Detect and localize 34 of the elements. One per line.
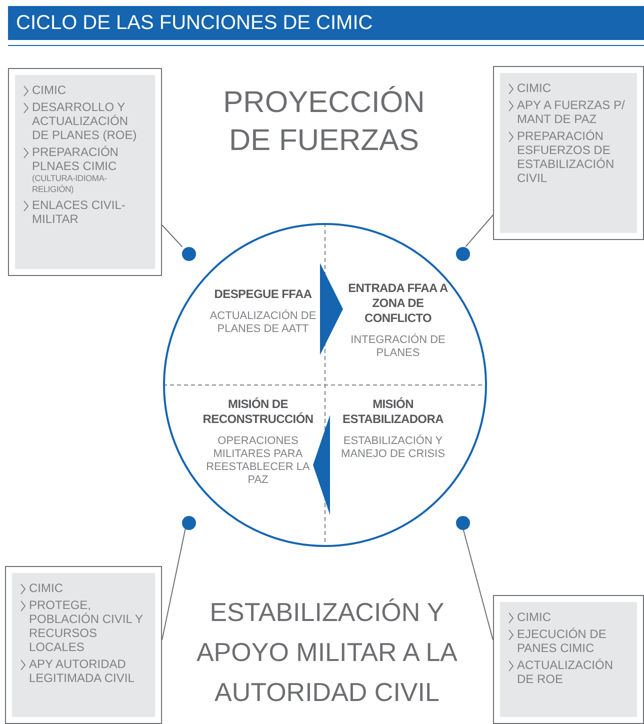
list-item: CIMIC xyxy=(32,83,66,97)
phase-heading: ESTABILIZACIÓN Y APOYO MILITAR A LA AUTORIDAD CIVIL xyxy=(195,596,459,709)
list-item: PREPARACIÓN ESFUERZOS DE ESTABILIZACIÓN CIVIL xyxy=(517,129,616,185)
quadrant-heading: MISIÓN DE RECONSTRUCCIÓN xyxy=(202,397,314,427)
quadrant-text: INTEGRACIÓN DE PLANES xyxy=(350,334,446,360)
leader-line xyxy=(162,527,186,640)
list-item: PROTEGE, POBLACIÓN CIVIL Y RECURSOS LOCALES xyxy=(29,598,144,654)
title-banner: CICLO DE LAS FUNCIONES DE CIMIC xyxy=(8,6,644,40)
leader-line xyxy=(465,214,494,248)
quadrant-heading: DESPEGUE FFAA xyxy=(214,287,312,302)
list-item: APY A FUERZAS P/ MANT DE PAZ xyxy=(517,98,626,126)
callout-box xyxy=(8,68,162,276)
list-item: ENLACES CIVIL-MILITAR xyxy=(32,198,126,226)
list-item: CIMIC xyxy=(517,610,551,624)
callout-box xyxy=(5,566,162,724)
callout-box xyxy=(493,66,644,240)
list-item: DESARROLLO Y ACTUALIZACIÓN DE PLANES (ROE) xyxy=(32,100,138,142)
quadrant-text: ESTABILIZACIÓN Y MANEJO DE CRISIS xyxy=(340,435,446,461)
quadrant-heading: MISIÓN ESTABILIZADORA xyxy=(342,397,444,427)
list-item: CIMIC xyxy=(517,81,551,95)
block-arrow xyxy=(320,263,343,355)
list-note: (CULTURA-IDIOMA-RELIGIÓN) xyxy=(31,173,108,195)
list-item: APY AUTORIDAD LEGITIMADA CIVIL xyxy=(29,657,136,685)
leader-line xyxy=(162,224,183,248)
list-item: EJECUCIÓN DE PANES CIMIC xyxy=(517,627,608,655)
list-item: CIMIC xyxy=(29,581,63,595)
block-arrow xyxy=(313,415,330,515)
quadrant-text: ACTUALIZACIÓN DE PLANES DE AATT xyxy=(208,310,318,336)
callout-box xyxy=(493,595,644,724)
list-item: PREPARACIÓN PLNAES CIMIC xyxy=(32,145,120,173)
quadrant-heading: ENTRADA FFAA A ZONA DE CONFLICTO xyxy=(347,281,449,326)
list-item: ACTUALIZACIÓN DE ROE xyxy=(517,658,614,686)
phase-heading: PROYECCIÓN DE FUERZAS xyxy=(222,85,426,159)
quadrant-text: OPERACIONES MILITARES PARA REESTABLECER LA PAZ xyxy=(205,435,311,487)
